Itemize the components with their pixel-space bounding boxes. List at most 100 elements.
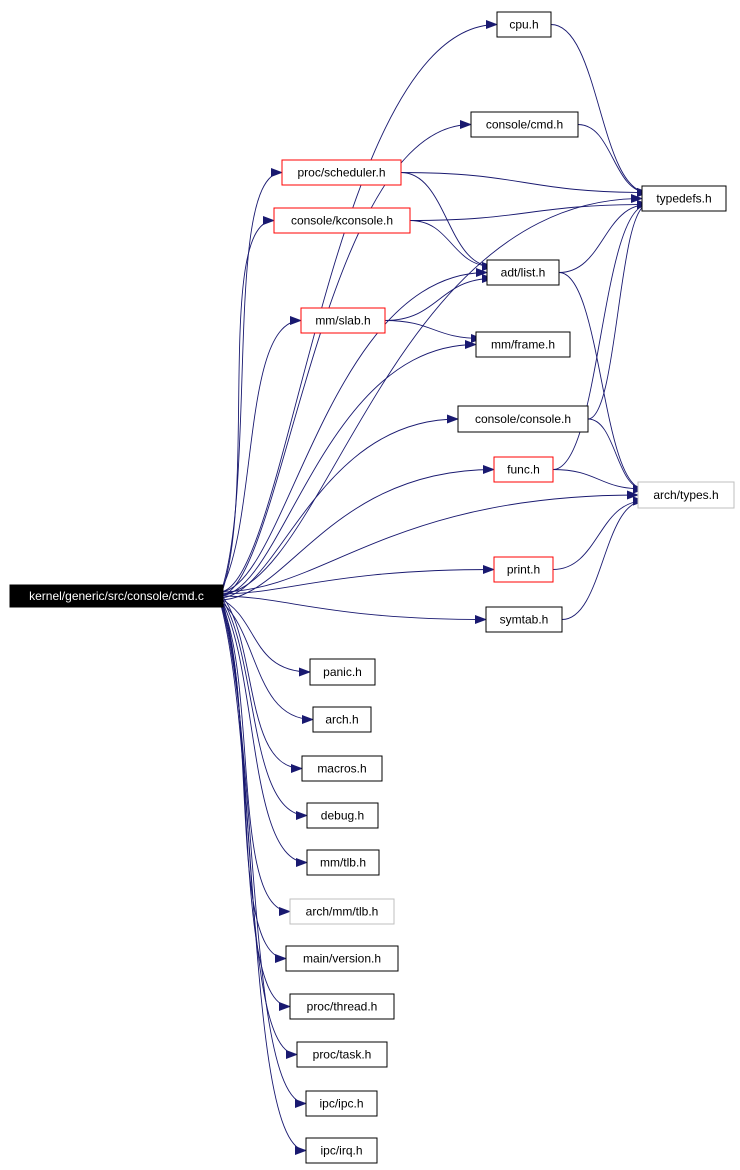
node-label-panic: panic.h	[323, 665, 362, 679]
node-label-root: kernel/generic/src/console/cmd.c	[29, 589, 204, 603]
node-box-arch_mm_tlb	[289, 898, 395, 925]
edge-root-to-proc_thread	[218, 591, 291, 1011]
node-label-arch_types: arch/types.h	[653, 488, 718, 502]
node-ipc_ipc[interactable]: ipc/ipc.h	[305, 1090, 378, 1117]
edges-layer	[218, 20, 649, 1155]
node-box-mm_frame	[475, 331, 571, 358]
node-label-func: func.h	[507, 463, 540, 477]
node-box-adt_list	[486, 259, 560, 286]
edge-root-to-proc_task	[218, 593, 298, 1059]
edge-func-to-arch_types	[552, 469, 645, 494]
edge-symtab-to-arch_types	[561, 496, 645, 620]
edge-root-to-print	[218, 565, 495, 595]
node-box-console_cmd	[470, 111, 579, 138]
edge-console_kconsole-to-adt_list	[409, 220, 494, 271]
edge-mm_slab-to-adt_list	[384, 274, 494, 321]
node-box-arch_types	[637, 481, 735, 509]
edge-root-to-arch_mm_tlb	[218, 597, 291, 916]
node-label-proc_scheduler: proc/scheduler.h	[297, 166, 385, 180]
node-console_console[interactable]: console/console.h	[457, 405, 589, 433]
edge-root-to-mm_tlb	[218, 595, 308, 867]
edge-proc_scheduler-to-typedefs	[400, 172, 649, 197]
edge-root-to-console_kconsole	[218, 216, 275, 601]
edge-root-to-mm_frame	[218, 340, 477, 597]
edge-cpu-to-typedefs	[550, 24, 649, 197]
edge-root-to-ipc_ipc	[218, 595, 307, 1108]
nodes-layer: kernel/generic/src/console/cmd.c cpu.h typ…	[9, 11, 735, 1164]
edge-adt_list-to-typedefs	[558, 200, 649, 273]
node-box-console_console	[457, 405, 589, 433]
edge-root-to-panic	[218, 597, 311, 677]
node-arch_types[interactable]: arch/types.h	[637, 481, 735, 509]
node-func[interactable]: func.h	[493, 456, 554, 483]
node-label-mm_slab: mm/slab.h	[315, 314, 370, 328]
edge-print-to-arch_types	[552, 496, 645, 570]
node-symtab[interactable]: symtab.h	[485, 606, 563, 633]
node-debug[interactable]: debug.h	[306, 802, 379, 829]
edge-console_kconsole-to-typedefs	[409, 200, 649, 221]
node-macros[interactable]: macros.h	[301, 755, 383, 782]
edge-root-to-debug	[218, 593, 308, 820]
node-console_cmd[interactable]: console/cmd.h	[470, 111, 579, 138]
node-box-typedefs	[641, 185, 727, 212]
node-label-mm_tlb: mm/tlb.h	[320, 856, 366, 870]
edge-root-to-func	[218, 465, 495, 601]
node-label-debug: debug.h	[321, 809, 364, 823]
edge-console_console-to-typedefs	[587, 200, 649, 420]
node-box-proc_scheduler	[281, 159, 402, 186]
node-label-arch: arch.h	[325, 713, 358, 727]
node-panic[interactable]: panic.h	[309, 658, 376, 686]
node-label-typedefs: typedefs.h	[656, 192, 711, 206]
node-typedefs[interactable]: typedefs.h	[641, 185, 727, 212]
node-ipc_irq[interactable]: ipc/irq.h	[305, 1137, 378, 1164]
node-box-macros	[301, 755, 383, 782]
node-box-main_version	[285, 945, 399, 972]
edge-mm_slab-to-mm_frame	[384, 320, 483, 343]
node-console_kconsole[interactable]: console/kconsole.h	[273, 207, 411, 234]
node-proc_scheduler[interactable]: proc/scheduler.h	[281, 159, 402, 186]
node-mm_slab[interactable]: mm/slab.h	[300, 307, 386, 334]
node-box-cpu	[496, 11, 552, 38]
node-box-panic	[309, 658, 376, 686]
node-box-console_kconsole	[273, 207, 411, 234]
node-arch[interactable]: arch.h	[312, 706, 372, 733]
edge-root-to-mm_slab	[218, 316, 302, 595]
node-label-ipc_ipc: ipc/ipc.h	[319, 1097, 363, 1111]
node-label-ipc_irq: ipc/irq.h	[320, 1144, 362, 1158]
node-mm_tlb[interactable]: mm/tlb.h	[306, 849, 380, 876]
edge-root-to-adt_list	[218, 268, 488, 593]
node-label-proc_task: proc/task.h	[313, 1048, 372, 1062]
node-arch_mm_tlb[interactable]: arch/mm/tlb.h	[289, 898, 395, 925]
node-proc_task[interactable]: proc/task.h	[296, 1041, 388, 1068]
node-box-debug	[306, 802, 379, 829]
edge-func-to-typedefs	[552, 200, 649, 470]
node-cpu[interactable]: cpu.h	[496, 11, 552, 38]
node-proc_thread[interactable]: proc/thread.h	[289, 993, 395, 1020]
edge-root-to-macros	[218, 591, 303, 773]
node-label-console_cmd: console/cmd.h	[486, 118, 563, 132]
node-print[interactable]: print.h	[493, 556, 554, 583]
edge-root-to-typedefs	[218, 194, 643, 595]
edge-root-to-console_console	[218, 414, 459, 599]
node-label-main_version: main/version.h	[303, 952, 381, 966]
node-box-symtab	[485, 606, 563, 633]
node-label-arch_mm_tlb: arch/mm/tlb.h	[306, 905, 379, 919]
node-box-ipc_irq	[305, 1137, 378, 1164]
node-mm_frame[interactable]: mm/frame.h	[475, 331, 571, 358]
edge-root-to-symtab	[218, 595, 487, 624]
node-root: kernel/generic/src/console/cmd.c	[9, 584, 224, 608]
node-box-mm_tlb	[306, 849, 380, 876]
node-label-mm_frame: mm/frame.h	[491, 338, 555, 352]
node-box-arch	[312, 706, 372, 733]
node-adt_list[interactable]: adt/list.h	[486, 259, 560, 286]
node-label-cpu: cpu.h	[509, 18, 538, 32]
edge-root-to-arch_types	[218, 490, 639, 593]
node-main_version[interactable]: main/version.h	[285, 945, 399, 972]
node-label-adt_list: adt/list.h	[501, 266, 546, 280]
node-box-root	[9, 584, 224, 608]
node-label-macros: macros.h	[317, 762, 366, 776]
node-label-console_kconsole: console/kconsole.h	[291, 214, 393, 228]
node-label-print: print.h	[507, 563, 540, 577]
edge-console_cmd-to-typedefs	[577, 124, 649, 197]
